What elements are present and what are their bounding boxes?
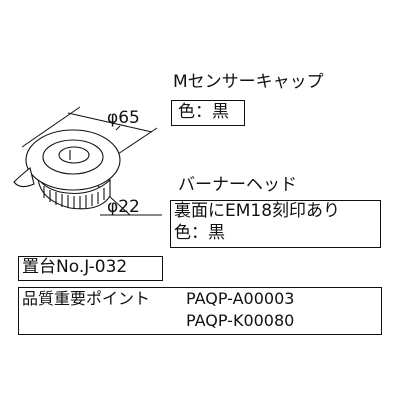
sensor-cap-color: 色：黒: [178, 102, 229, 122]
stand-number: 置台No.J-032: [22, 257, 128, 277]
burner-part-illustration: [13, 129, 121, 210]
sensor-cap-tab: [13, 167, 35, 188]
quality-point-label: 品質重要ポイント: [22, 289, 151, 308]
quality-point-code-1: PAQP-A00003: [186, 289, 295, 308]
burner-teeth: [43, 186, 105, 209]
burner-head-color: 色：黒: [174, 223, 225, 243]
sensor-cap-title: Mセンサーキャップ: [173, 72, 324, 92]
burner-head-marking: 裏面にEM18刻印あり: [174, 201, 341, 221]
burner-head-title: バーナーヘッド: [178, 175, 297, 195]
sensor-cap-hole: [58, 146, 90, 164]
burner-head-info-box: [170, 200, 381, 248]
leader-sensor-cap: [115, 125, 121, 131]
quality-point-code-2: PAQP-K00080: [186, 311, 295, 330]
sensor-cap-color-box: [171, 100, 245, 126]
dim-line-outer: [67, 112, 153, 133]
inner-diameter-label: φ22: [107, 197, 140, 217]
quality-point-box: [18, 287, 382, 335]
stand-number-box: [18, 256, 163, 281]
dim-ext-right: [111, 127, 158, 159]
outer-diameter-label: φ65: [107, 108, 140, 128]
